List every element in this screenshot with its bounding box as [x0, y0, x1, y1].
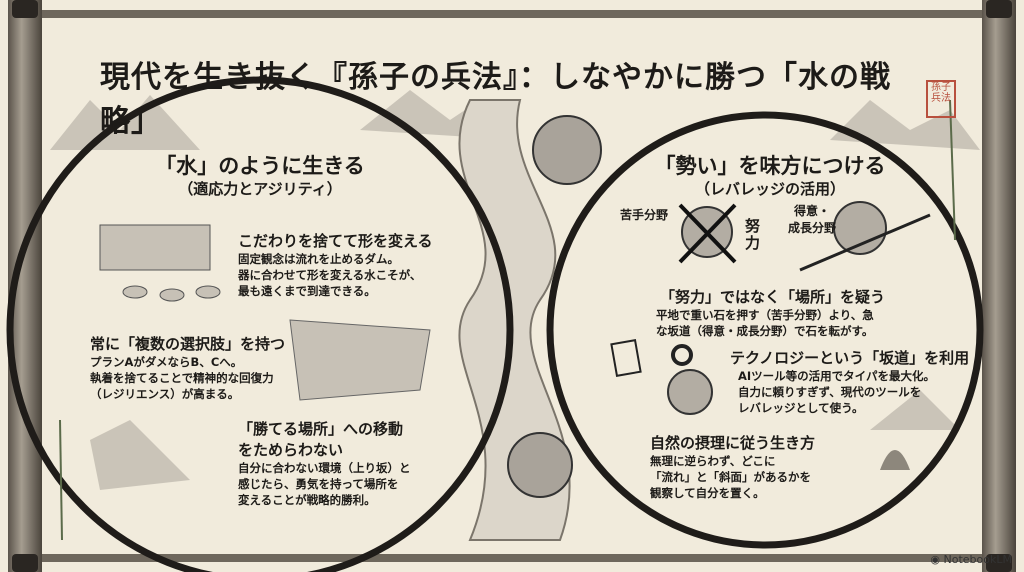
- body-line: な坂道（得意・成長分野）で石を転がす。: [656, 324, 874, 338]
- body-line: プランAがダメならB、Cへ。: [90, 355, 243, 369]
- tablet-icon: [610, 339, 642, 377]
- boulder-icon: [532, 115, 602, 185]
- right-item-2: テクノロジーという「坂道」を利用 AIツール等の活用でタイパを最大化。自力に頼り…: [730, 347, 970, 416]
- body-line: 自力に頼りすぎず、現代のツールを: [738, 385, 922, 399]
- left-circle: [6, 76, 514, 572]
- item-body: 平地で重い石を押す（苦手分野）より、急な坂道（得意・成長分野）で石を転がす。: [656, 307, 960, 339]
- effort-label: 努力: [745, 217, 761, 252]
- rod-cap: [12, 0, 38, 18]
- item-body: プランAがダメならB、Cへ。執着を捨てることで精神的な回復力 （レジリエンス）が高…: [90, 354, 300, 402]
- seal-stamp: 孫子兵法: [926, 80, 956, 118]
- body-line: レバレッジとして使う。: [738, 401, 864, 415]
- rod-cap: [12, 554, 38, 572]
- label-line: 得意・: [793, 204, 830, 218]
- scroll-rod-right: [982, 0, 1016, 572]
- scroll-top-band: [42, 10, 982, 18]
- body-line: 「流れ」と「斜面」があるかを: [650, 470, 811, 484]
- dam-illustration: [99, 224, 221, 302]
- boulder-icon: [507, 432, 573, 498]
- right-heading: 「勢い」を味方につける: [654, 154, 886, 178]
- page-title: 現代を生き抜く『孫子の兵法』：しなやかに勝つ「水の戦略」: [100, 60, 891, 139]
- slope-line: [799, 213, 931, 272]
- gear-icon: [671, 344, 693, 366]
- item-title: テクノロジーという「坂道」を利用: [730, 349, 970, 367]
- weak-field-label: 苦手分野: [620, 208, 669, 222]
- item-title: こだわりを捨てて形を変える: [238, 232, 433, 250]
- item-title: 自然の摂理に従う生き方: [650, 434, 816, 452]
- body-line: 観察して自分を置く。: [650, 486, 765, 500]
- item-body: 固定観念は流れを止めるダム。器に合わせて形を変える水こそが、最も遠くまで到達でき…: [238, 251, 468, 299]
- brand-text: NotebookLM: [943, 553, 1012, 566]
- body-line: （レジリエンス）が高まる。: [90, 387, 240, 401]
- cross-icon: [678, 203, 737, 264]
- rod-cap: [986, 554, 1012, 572]
- left-item-2: 常に「複数の選択肢」を持つ プランAがダメならB、Cへ。執着を捨てることで精神的…: [90, 333, 300, 402]
- body-line: 感じたら、勇気を持って場所を: [238, 477, 399, 491]
- left-item-1: こだわりを捨てて形を変える 固定観念は流れを止めるダム。器に合わせて形を変える水…: [238, 230, 468, 299]
- body-line: 固定観念は流れを止めるダム。: [238, 252, 399, 266]
- item-body: 自分に合わない環境（上り坂）と感じたら、勇気を持って場所を変えることが戦略的勝利…: [238, 460, 448, 508]
- right-circle: [546, 111, 984, 549]
- item-title: 常に「複数の選択肢」を持つ: [90, 335, 286, 353]
- sage-figure-icon: [880, 450, 910, 470]
- strong-field-label: 得意・成長分野: [782, 202, 842, 236]
- body-line: 執着を捨てることで精神的な回復力: [90, 371, 274, 385]
- left-heading: 「水」のように生きる: [155, 154, 365, 178]
- item-body: AIツール等の活用でタイパを最大化。自力に頼りすぎず、現代のツールをレバレッジと…: [738, 368, 970, 416]
- right-item-1: 「努力」ではなく「場所」を疑う 平地で重い石を押す（苦手分野）より、急な坂道（得…: [656, 286, 960, 339]
- left-item-3: 「勝てる場所」への移動 をためらわない 自分に合わない環境（上り坂）と感じたら、…: [238, 418, 448, 508]
- left-subheading: （適応力とアジリティ）: [178, 180, 342, 198]
- boulder-icon: [833, 201, 887, 255]
- scroll-bottom-band: [42, 554, 982, 562]
- boulder-icon: [667, 369, 713, 415]
- right-item-3: 自然の摂理に従う生き方 無理に逆らわず、どこに「流れ」と「斜面」があるかを観察し…: [650, 432, 860, 501]
- notebooklm-logo: ◉ NotebookLM: [930, 553, 1012, 566]
- body-line: AIツール等の活用でタイパを最大化。: [738, 369, 935, 383]
- body-line: 自分に合わない環境（上り坂）と: [238, 461, 411, 475]
- body-line: 最も遠くまで到達できる。: [238, 284, 376, 298]
- item-title: 「努力」ではなく「場所」を疑う: [660, 288, 886, 306]
- body-line: 平地で重い石を押す（苦手分野）より、急: [656, 308, 874, 322]
- bamboo-icon: [59, 99, 956, 541]
- body-line: 無理に逆らわず、どこに: [650, 454, 776, 468]
- branching-river-illustration: [289, 319, 431, 401]
- body-line: 変えることが戦略的勝利。: [238, 493, 376, 507]
- body-line: 器に合わせて形を変える水こそが、: [238, 268, 422, 282]
- rod-cap: [986, 0, 1012, 18]
- right-subheading: （レバレッジの活用）: [694, 180, 845, 198]
- item-title: をためらわない: [238, 441, 344, 459]
- item-body: 無理に逆らわず、どこに「流れ」と「斜面」があるかを観察して自分を置く。: [650, 453, 860, 501]
- label-line: 成長分野: [787, 221, 836, 235]
- item-title: 「勝てる場所」への移動: [238, 420, 404, 438]
